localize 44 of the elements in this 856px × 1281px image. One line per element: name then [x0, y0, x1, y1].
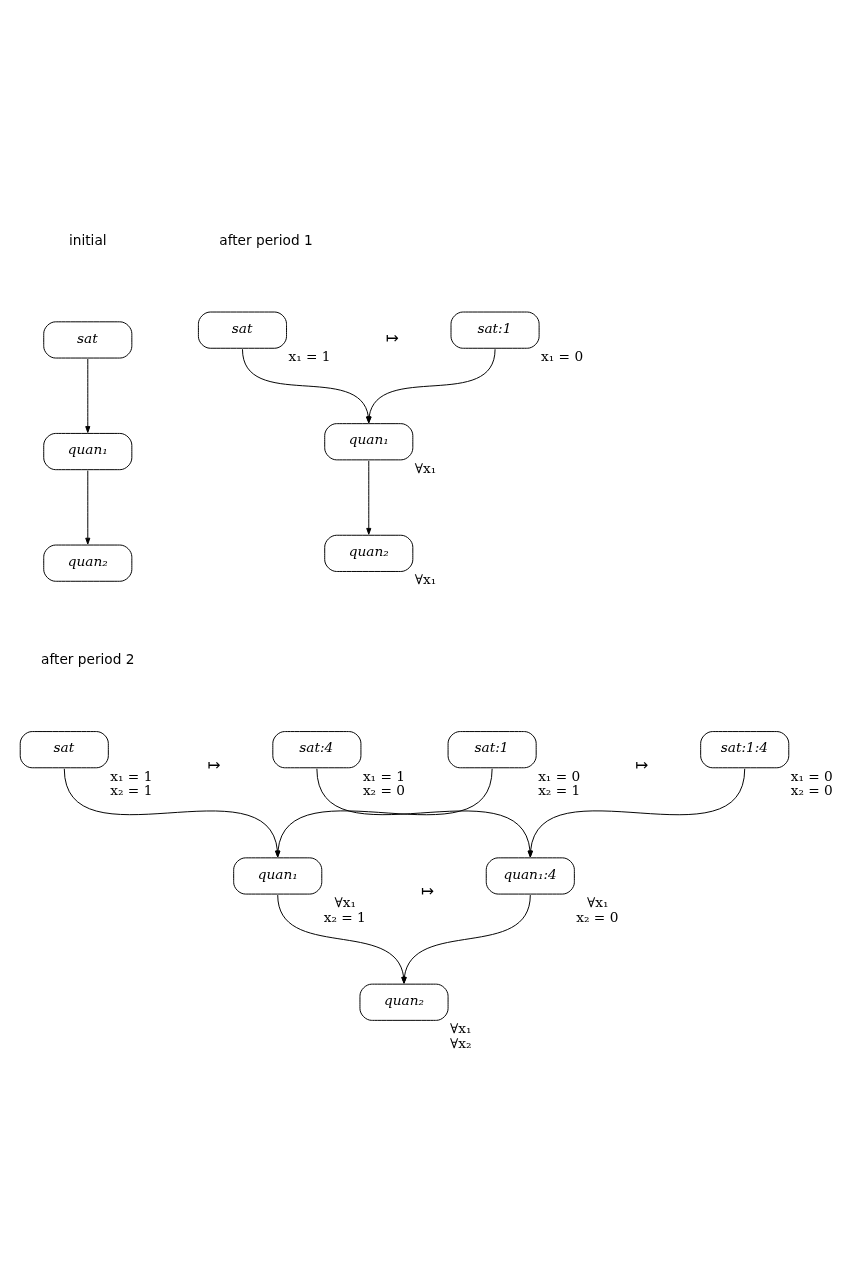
- node-box: quan₁: [43, 432, 133, 471]
- node-label: x₂ = 1: [323, 908, 366, 925]
- node-label: ∀x₁: [587, 894, 609, 910]
- node-box: quan₂: [359, 983, 449, 1021]
- arrow: [85, 470, 91, 545]
- node-label: ∀x₂: [450, 1034, 472, 1051]
- arrow: [401, 894, 531, 984]
- arrow: [85, 358, 91, 433]
- node-label: x₁ = 1: [288, 348, 331, 365]
- node-label: ∀x₁: [450, 1020, 472, 1037]
- node-label: ∀x₁: [414, 459, 437, 476]
- arrow: [277, 894, 407, 984]
- label: initial: [68, 232, 107, 249]
- label: ↦: [635, 754, 649, 774]
- arrow: [366, 460, 372, 535]
- node-label: x₂ = 0: [790, 782, 833, 799]
- node-label: x₂ = 1: [110, 782, 153, 799]
- node-box: quan₁:4: [485, 857, 575, 895]
- node-box: sat:1: [450, 311, 540, 349]
- node-box: sat:1:4: [700, 731, 790, 769]
- node-box: quan₁: [233, 857, 323, 895]
- node-box: quan₂: [43, 544, 133, 582]
- node-box: sat:1: [447, 731, 537, 769]
- node-box: sat: [197, 311, 287, 349]
- node-label: x₁ = 1: [110, 767, 153, 784]
- node-box: quan₂: [324, 534, 414, 572]
- node-label: x₁ = 1: [362, 767, 405, 784]
- node-label: x₁ = 0: [538, 767, 581, 784]
- node-label: x₂ = 1: [538, 782, 581, 799]
- node-label: x₁ = 0: [541, 348, 584, 365]
- node-box: sat: [19, 731, 109, 769]
- label: ↦: [385, 328, 399, 348]
- label: after period 1: [219, 232, 313, 249]
- node-label: x₂ = 0: [576, 908, 619, 925]
- node-label: x₂ = 0: [362, 782, 405, 799]
- node-label: ∀x₁: [414, 571, 437, 588]
- node-label: ∀x₁: [334, 894, 356, 910]
- node-box: sat: [43, 321, 133, 359]
- node-label: x₁ = 0: [790, 767, 833, 784]
- label: after period 2: [41, 651, 135, 668]
- label: ↦: [207, 754, 221, 774]
- label: ↦: [420, 880, 435, 900]
- node-box: sat:4: [272, 731, 362, 769]
- node-box: quan₁: [324, 423, 414, 461]
